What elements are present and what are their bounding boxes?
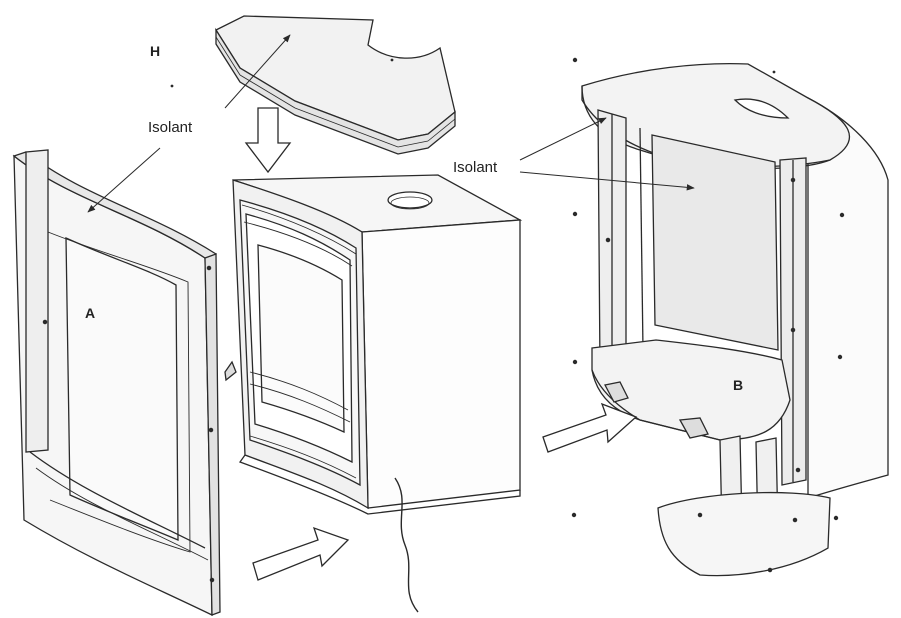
scan-specks [170, 57, 845, 521]
back-casing-b [581, 62, 889, 577]
down-arrow [244, 107, 292, 174]
stove-body [224, 174, 523, 515]
front-panel-a [12, 149, 221, 617]
leader-lines [87, 34, 695, 213]
isolant-label-left: Isolant [148, 119, 193, 136]
assembly-arrow-bottom [252, 526, 350, 581]
part-label-b: B [733, 377, 743, 393]
part-label-a: A [85, 305, 95, 321]
top-insulation-slab-h [215, 15, 456, 155]
part-label-h: H [150, 43, 160, 59]
isolant-label-right: Isolant [453, 159, 498, 176]
assembly-arrow-right [542, 402, 638, 453]
power-cable [394, 477, 419, 613]
